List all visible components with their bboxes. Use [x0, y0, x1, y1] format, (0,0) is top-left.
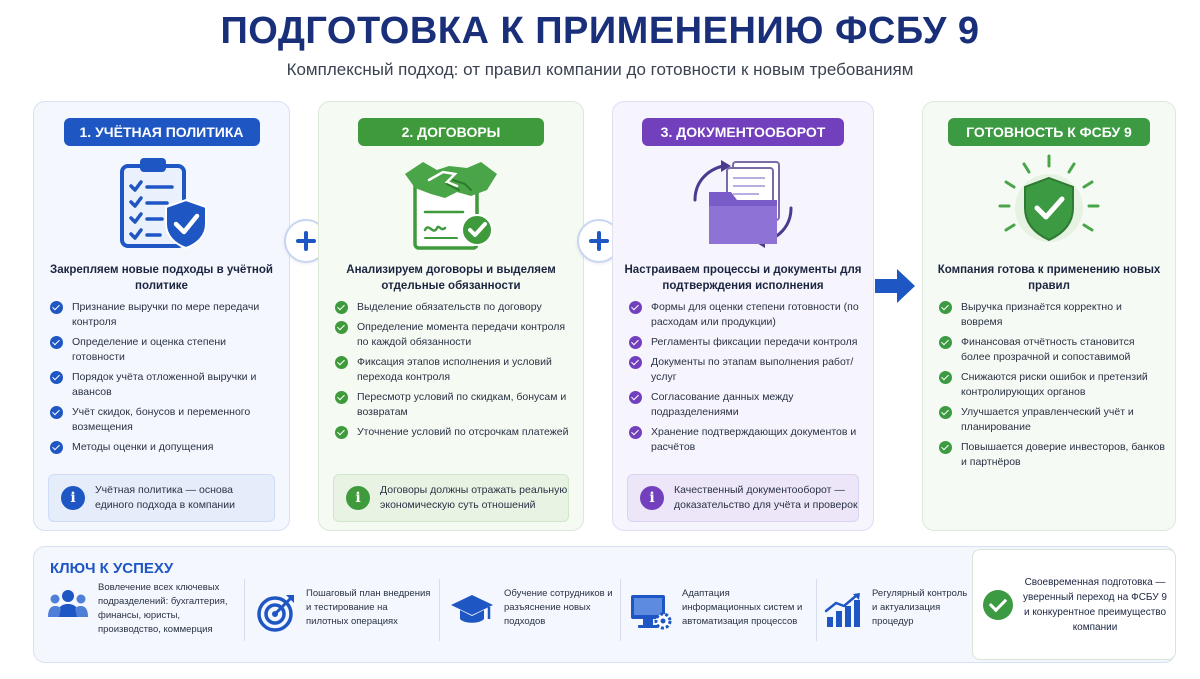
- info-icon: i: [346, 486, 370, 510]
- separator: [439, 579, 440, 641]
- list-item: Пересмотр условий по скидкам, бонусам и …: [335, 390, 573, 420]
- card-list: Выручка признаётся корректно и вовремя Ф…: [939, 300, 1165, 475]
- separator: [816, 579, 817, 641]
- check-icon: [939, 371, 952, 384]
- check-circle-icon: [983, 589, 1013, 620]
- card-heading: Закрепляем новые подходы в учётной полит…: [50, 264, 273, 292]
- growth-chart-icon: [824, 593, 860, 627]
- list-item: Методы оценки и допущения: [50, 440, 279, 455]
- separator: [620, 579, 621, 641]
- check-icon: [939, 406, 952, 419]
- info-icon: i: [640, 486, 664, 510]
- check-icon: [939, 441, 952, 454]
- target-icon: [257, 595, 294, 632]
- list-item: Фиксация этапов исполнения и условий пер…: [335, 355, 573, 385]
- check-icon: [335, 301, 348, 314]
- page-subtitle: Комплексный подход: от правил компании д…: [286, 60, 914, 79]
- final-result-box: Своевременная подготовка — уверенный пер…: [972, 549, 1176, 660]
- list-item: Уточнение условий по отсрочкам платежей: [335, 425, 573, 440]
- separator: [244, 579, 245, 641]
- info-note: i Качественный документооборот — доказат…: [627, 474, 859, 522]
- card-accounting-policy: 1. УЧЁТНАЯ ПОЛИТИКА Закрепляем новые под…: [33, 101, 290, 531]
- checklist-shield-icon: [112, 154, 212, 259]
- list-item: Порядок учёта отложенной выручки и аванс…: [50, 370, 279, 400]
- key-item: Регулярный контроль и актуализация проце…: [824, 587, 970, 629]
- card-contracts: 2. ДОГОВОРЫ Анализируем договоры и выдел…: [318, 101, 584, 531]
- info-note: i Учётная политика — основа единого подх…: [48, 474, 275, 522]
- documents-folder-icon: [673, 152, 813, 261]
- card-label: 3. ДОКУМЕНТООБОРОТ: [642, 118, 844, 146]
- check-icon: [335, 391, 348, 404]
- key-item: Адаптация информационных систем и автома…: [630, 587, 816, 631]
- card-heading: Компания готова к применению новых прави…: [937, 264, 1161, 292]
- graduation-cap-icon: [451, 595, 493, 623]
- check-icon: [629, 356, 642, 369]
- info-icon: i: [61, 486, 85, 510]
- list-item: Снижаются риски ошибок и претензий контр…: [939, 370, 1165, 400]
- list-item: Хранение подтверждающих документов и рас…: [629, 425, 863, 455]
- list-item: Определение и оценка степени готовности: [50, 335, 279, 365]
- info-note: i Договоры должны отражать реальную экон…: [333, 474, 569, 522]
- card-label: 2. ДОГОВОРЫ: [358, 118, 544, 146]
- page-title: ПОДГОТОВКА К ПРИМЕНЕНИЮ ФСБУ 9: [220, 10, 980, 52]
- check-icon: [50, 371, 63, 384]
- arrow-right-icon: [875, 269, 915, 303]
- card-heading: Настраиваем процессы и документы для под…: [624, 264, 862, 292]
- list-item: Согласование данных между подразделениям…: [629, 390, 863, 420]
- card-list: Выделение обязательств по договору Опред…: [335, 300, 573, 445]
- card-label: 1. УЧЁТНАЯ ПОЛИТИКА: [63, 118, 260, 146]
- list-item: Документы по этапам выполнения работ/усл…: [629, 355, 863, 385]
- list-item: Регламенты фиксации передачи контроля: [629, 335, 863, 350]
- check-icon: [629, 391, 642, 404]
- check-icon: [50, 336, 63, 349]
- card-label: ГОТОВНОСТЬ К ФСБУ 9: [948, 118, 1150, 146]
- card-list: Признание выручки по мере передачи контр…: [50, 300, 279, 460]
- key-title: КЛЮЧ К УСПЕХУ: [50, 560, 174, 577]
- check-icon: [629, 426, 642, 439]
- key-item: Обучение сотрудников и разъяснение новых…: [450, 587, 626, 629]
- list-item: Выделение обязательств по договору: [335, 300, 573, 315]
- card-document-flow: 3. ДОКУМЕНТООБОРОТ Настраиваем процессы …: [612, 101, 874, 531]
- check-icon: [50, 301, 63, 314]
- list-item: Учёт скидок, бонусов и переменного возме…: [50, 405, 279, 435]
- shield-check-icon: [994, 152, 1104, 257]
- list-item: Улучшается управленческий учёт и планиро…: [939, 405, 1165, 435]
- key-to-success-panel: КЛЮЧ К УСПЕХУ Вовлечение всех ключевых п…: [33, 546, 1176, 663]
- check-icon: [629, 301, 642, 314]
- list-item: Финансовая отчётность становится более п…: [939, 335, 1165, 365]
- card-list: Формы для оценки степени готовности (по …: [629, 300, 863, 460]
- people-icon: [48, 590, 88, 617]
- list-item: Признание выручки по мере передачи контр…: [50, 300, 279, 330]
- handshake-contract-icon: [401, 154, 501, 259]
- check-icon: [939, 336, 952, 349]
- check-icon: [50, 406, 63, 419]
- check-icon: [335, 321, 348, 334]
- check-icon: [335, 356, 348, 369]
- list-item: Формы для оценки степени готовности (по …: [629, 300, 863, 330]
- check-icon: [50, 441, 63, 454]
- list-item: Выручка признаётся корректно и вовремя: [939, 300, 1165, 330]
- key-item: Вовлечение всех ключевых подразделений: …: [48, 581, 244, 637]
- check-icon: [939, 301, 952, 314]
- check-icon: [335, 426, 348, 439]
- card-heading: Анализируем договоры и выделяем отдельны…: [346, 264, 556, 292]
- list-item: Повышается доверие инвесторов, банков и …: [939, 440, 1165, 470]
- check-icon: [629, 336, 642, 349]
- key-item: Пошаговый план внедрения и тестирование …: [256, 587, 438, 633]
- list-item: Определение момента передачи контроля по…: [335, 320, 573, 350]
- computer-gear-icon: [631, 595, 672, 630]
- card-readiness: ГОТОВНОСТЬ К ФСБУ 9 Компания готова к пр…: [922, 101, 1176, 531]
